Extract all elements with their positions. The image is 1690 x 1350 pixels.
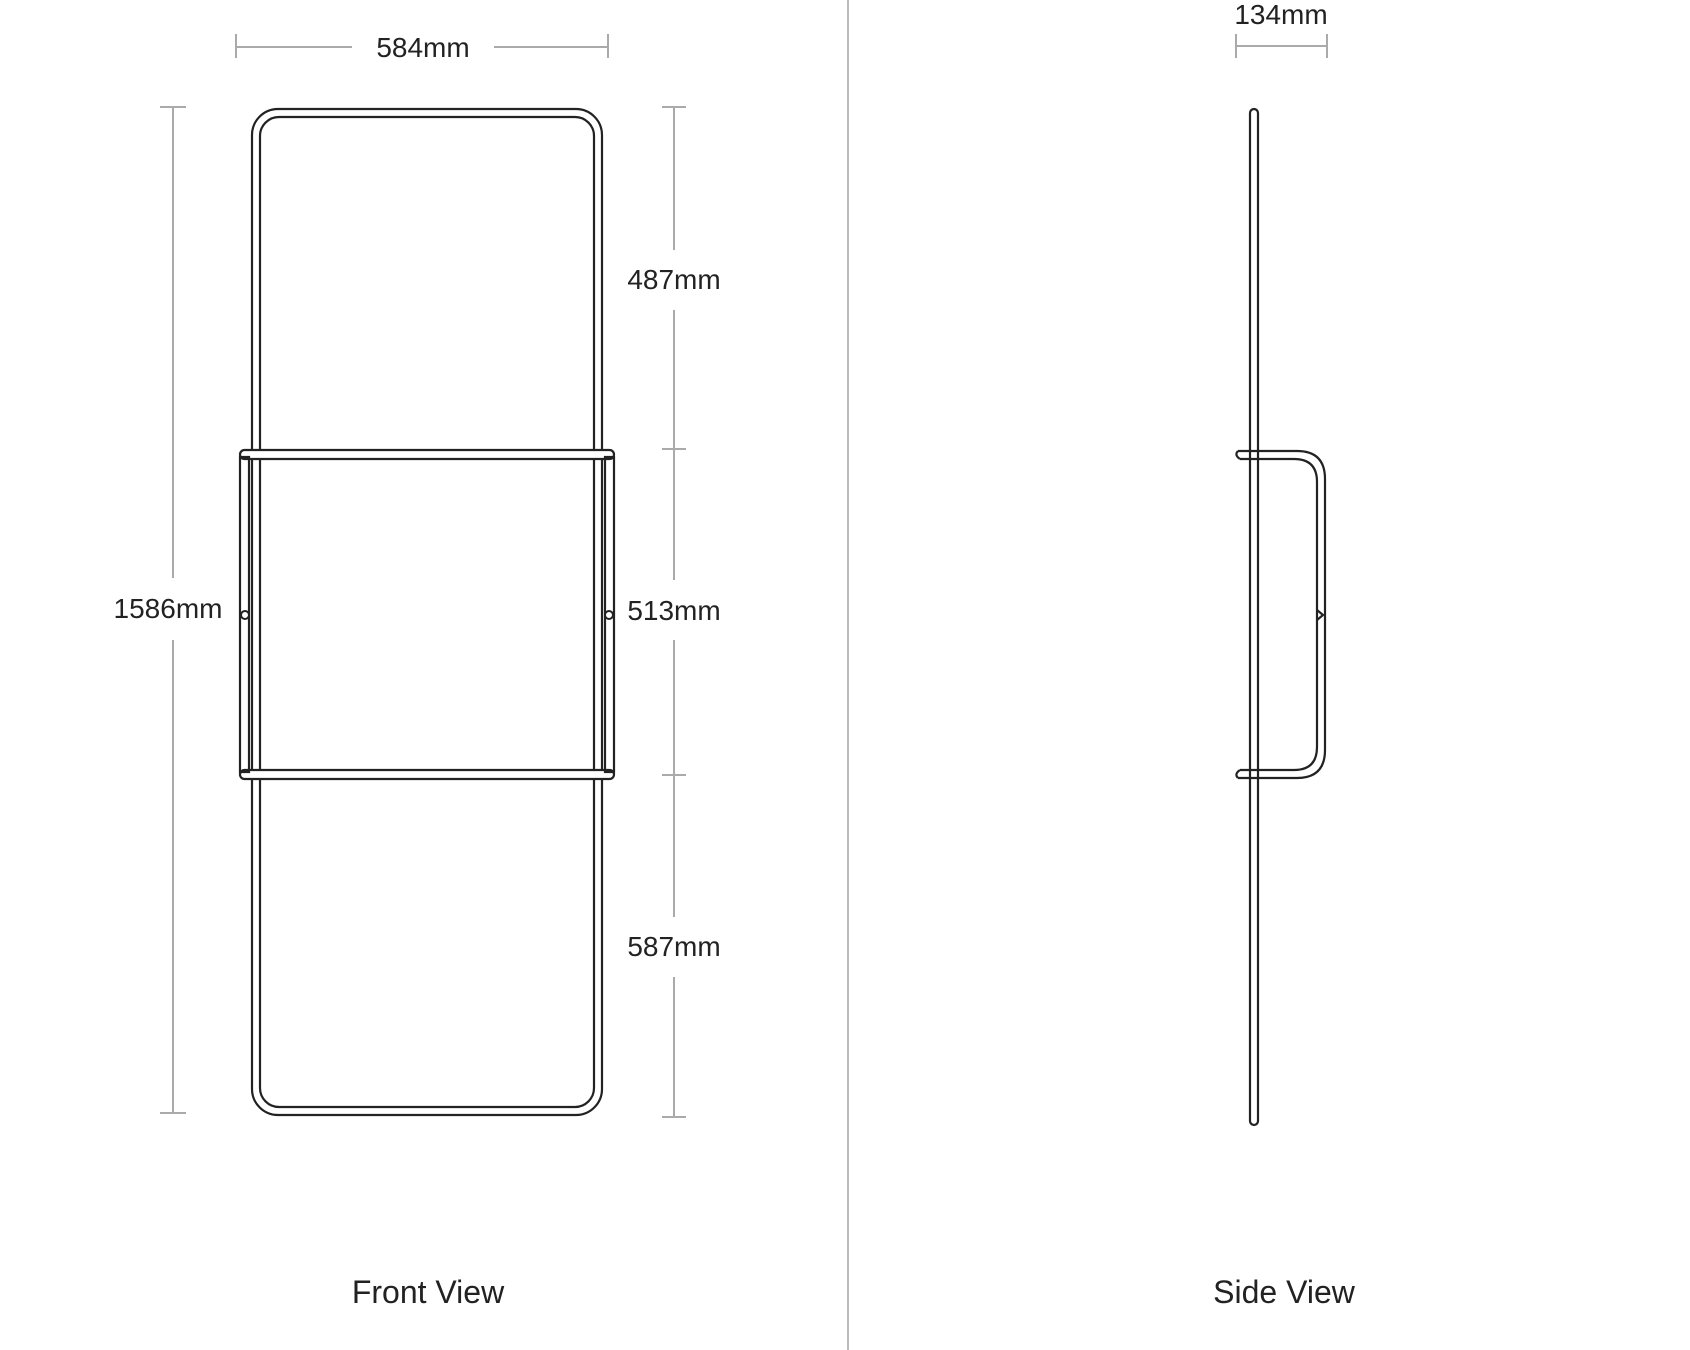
towel-rail-frame — [250, 107, 604, 1117]
front-view-label: Front View — [352, 1274, 505, 1310]
side-depth-label: 134mm — [1234, 0, 1327, 30]
front-section-dimension — [662, 106, 686, 1118]
bar-mount-points — [240, 610, 614, 620]
front-width-label: 584mm — [376, 32, 469, 63]
side-frame-profile — [1248, 107, 1260, 1127]
lower-section-label: 587mm — [627, 931, 720, 962]
side-bar-profile — [1235, 449, 1327, 780]
side-view-label: Side View — [1213, 1274, 1356, 1310]
upper-section-label: 487mm — [627, 264, 720, 295]
middle-section-label: 513mm — [627, 595, 720, 626]
towel-bar-frame — [238, 448, 616, 781]
side-depth-dimension — [1235, 34, 1328, 58]
front-height-dimension — [160, 106, 186, 1114]
front-width-dimension — [235, 34, 609, 58]
front-view: 584mm 1586mm 487mm 513mm 587mm — [114, 32, 721, 1310]
front-height-label: 1586mm — [114, 593, 223, 624]
side-view: 134mm Side View — [1213, 0, 1356, 1310]
